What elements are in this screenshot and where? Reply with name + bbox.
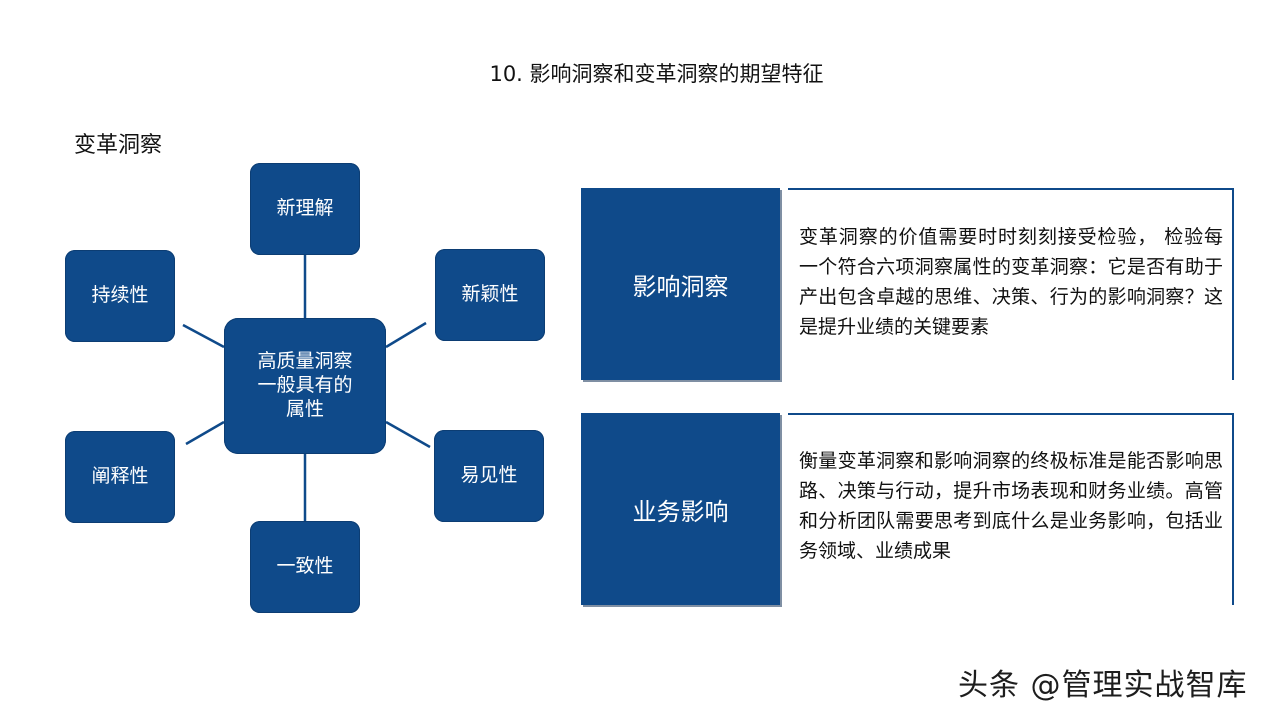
node-bottom-left: 阐释性 [65, 431, 175, 523]
node-center-line-1: 高质量洞察 [257, 350, 353, 373]
watermark: 头条 @管理实战智库 [958, 668, 1248, 703]
connector-bottom-right [385, 420, 431, 449]
node-bottom-label: 一致性 [276, 555, 334, 578]
panel-business-impact-text: 衡量变革洞察和影响洞察的终极标准是能否影响思路、决策与行动，提升市场表现和财务业… [799, 450, 1223, 562]
node-bottom-right: 易见性 [434, 430, 544, 522]
panel-impact-insight-label: 影响洞察 [581, 188, 780, 380]
node-bottom-left-label: 阐释性 [91, 465, 149, 488]
panel-impact-insight-title: 影响洞察 [632, 272, 729, 301]
node-top-right: 新颖性 [435, 249, 545, 341]
node-top-label: 新理解 [276, 197, 334, 220]
node-top-left-label: 持续性 [91, 284, 149, 307]
node-center: 高质量洞察 一般具有的 属性 [224, 318, 386, 454]
node-center-line-2: 一般具有的 [257, 374, 353, 397]
panel-impact-insight-text: 变革洞察的价值需要时时刻刻接受检验， 检验每一个符合六项洞察属性的变革洞察：它是… [799, 226, 1223, 338]
connector-top-left [182, 323, 225, 349]
connector-bottom-left [185, 420, 225, 446]
panel-business-impact-title: 业务影响 [632, 497, 729, 526]
page-title: 10. 影响洞察和变革洞察的期望特征 [489, 62, 824, 86]
section-label: 变革洞察 [74, 133, 163, 158]
connector-top-right [385, 321, 427, 349]
node-bottom: 一致性 [250, 521, 360, 613]
node-top-left: 持续性 [65, 250, 175, 342]
panel-impact-insight-frame [788, 188, 1234, 380]
panel-business-impact-label: 业务影响 [581, 413, 780, 605]
node-bottom-right-label: 易见性 [460, 464, 518, 487]
panel-business-impact-frame [788, 413, 1234, 605]
node-center-line-3: 属性 [285, 397, 324, 420]
node-top-right-label: 新颖性 [461, 283, 519, 306]
node-top: 新理解 [250, 163, 360, 255]
